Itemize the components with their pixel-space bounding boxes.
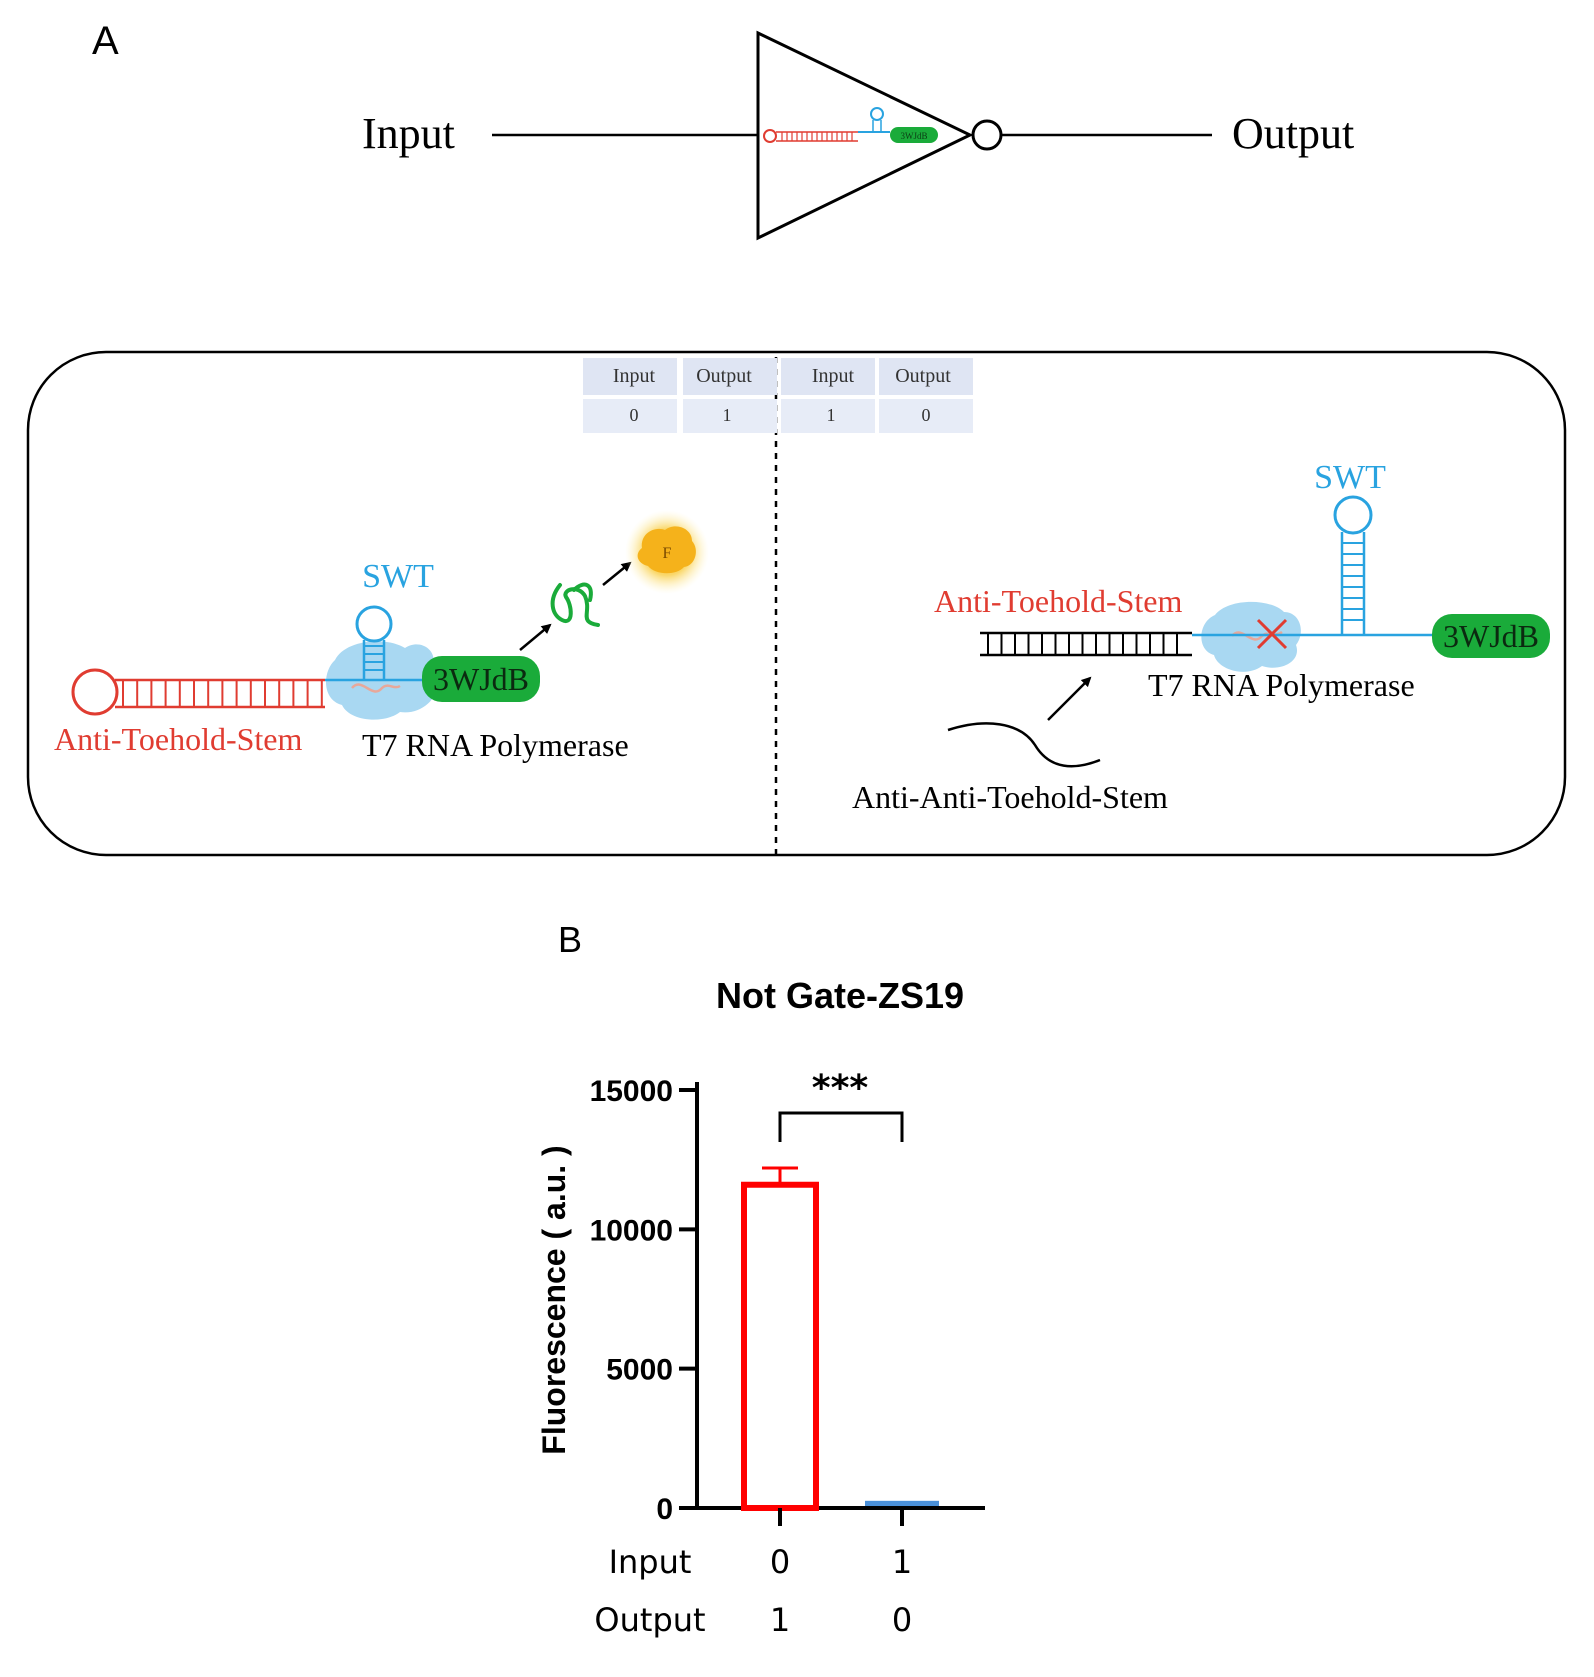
- row-label-input: Input: [609, 1543, 692, 1581]
- chart-y-axis-label: Fluorescence ( a.u. ): [536, 1145, 572, 1454]
- swt-stem-pairs: [364, 645, 384, 671]
- condition-table: Input Output 0 1 1 0: [594, 1543, 912, 1639]
- condition-1-output: 1: [770, 1601, 790, 1639]
- swt-label-left: SWT: [362, 558, 434, 595]
- reporter-tag-3wjdb-left: [422, 656, 540, 702]
- truth-value-input-2: 1: [827, 405, 836, 425]
- stem-base-pairs: [122, 680, 323, 707]
- gate-output-label: Output: [1232, 109, 1354, 158]
- anti-toehold-label-left: Anti-Toehold-Stem: [54, 721, 303, 757]
- arrow-binding: [1047, 676, 1092, 721]
- right-state-off: SWT Anti-Toehold-Stem 3WJdB T7 RNA Polym…: [852, 459, 1550, 815]
- row-label-output: Output: [594, 1601, 705, 1639]
- swt-stem-pairs-right: [1342, 542, 1364, 621]
- duplex-base-pairs: [987, 633, 1178, 655]
- truth-table: Input Output Input Output 0 1 1 0: [583, 358, 973, 433]
- y-tick-label: 0: [656, 1493, 673, 1526]
- reporter-tag-label-right: 3WJdB: [1443, 618, 1539, 654]
- truth-value-output-1: 1: [723, 405, 732, 425]
- left-state-on: SWT 3WJdB Anti-Toehold-Stem T7 RNA Polym…: [54, 510, 709, 763]
- panel-b-label: B: [558, 919, 582, 960]
- fluorophore-blob: [637, 526, 696, 574]
- mechanism-frame: [26, 350, 1567, 857]
- truth-header-output-1: Output: [696, 365, 752, 387]
- bar-chart: 0 5000 10000 15000: [590, 1075, 985, 1526]
- truth-header-input-2: Input: [812, 365, 855, 387]
- truth-value-input-1: 0: [630, 405, 639, 425]
- significance-stars: ***: [812, 1068, 869, 1109]
- polymerase-label-right: T7 RNA Polymerase: [1148, 667, 1415, 703]
- gate-inverter-bubble: [971, 119, 1003, 151]
- chart-title: Not Gate-ZS19: [716, 975, 964, 1016]
- anti-anti-strand: [947, 722, 1101, 768]
- folded-aptamer-icon: [550, 582, 600, 627]
- truth-header-output-2: Output: [895, 365, 951, 387]
- significance-bracket: ***: [778, 1068, 904, 1142]
- truth-value-output-2: 0: [922, 405, 931, 425]
- swt-loop: [355, 605, 393, 643]
- y-tick-label: 10000: [590, 1214, 673, 1247]
- arrow-to-fluorophore: [602, 561, 632, 586]
- bar: [865, 1500, 939, 1506]
- fluorophore-label: F: [663, 545, 672, 562]
- not-gate-symbol: Input Output 3WJdB: [362, 30, 1354, 241]
- hairpin-loop: [71, 668, 119, 716]
- polymerase-label-left: T7 RNA Polymerase: [362, 727, 629, 763]
- condition-1-input: 0: [770, 1543, 790, 1581]
- truth-header-input-1: Input: [613, 365, 656, 387]
- arrow-to-aptamer: [519, 623, 552, 651]
- anti-toehold-label-right: Anti-Toehold-Stem: [934, 583, 1183, 619]
- panel-a-label: A: [92, 19, 119, 63]
- condition-2-input: 1: [892, 1543, 912, 1581]
- polymerase-rna-squiggle: [351, 683, 401, 693]
- gate-input-label: Input: [362, 109, 455, 158]
- anti-anti-label: Anti-Anti-Toehold-Stem: [852, 779, 1168, 815]
- y-tick-label: 5000: [606, 1354, 673, 1387]
- swt-loop-right: [1333, 495, 1373, 535]
- condition-2-output: 0: [892, 1601, 912, 1639]
- swt-label-right: SWT: [1314, 459, 1386, 496]
- t7-polymerase-blob-right: [1201, 601, 1301, 672]
- reporter-tag-3wjdb-right: [1432, 614, 1550, 658]
- blocked-cross-icon: [1256, 618, 1288, 650]
- y-tick-label: 15000: [590, 1075, 673, 1108]
- mini-construct-icon: 3WJdB: [763, 107, 938, 143]
- gate-triangle: [756, 30, 974, 241]
- reporter-tag-label-left: 3WJdB: [433, 661, 529, 697]
- bar: [741, 1181, 819, 1512]
- mini-tag-label: 3WJdB: [901, 131, 928, 141]
